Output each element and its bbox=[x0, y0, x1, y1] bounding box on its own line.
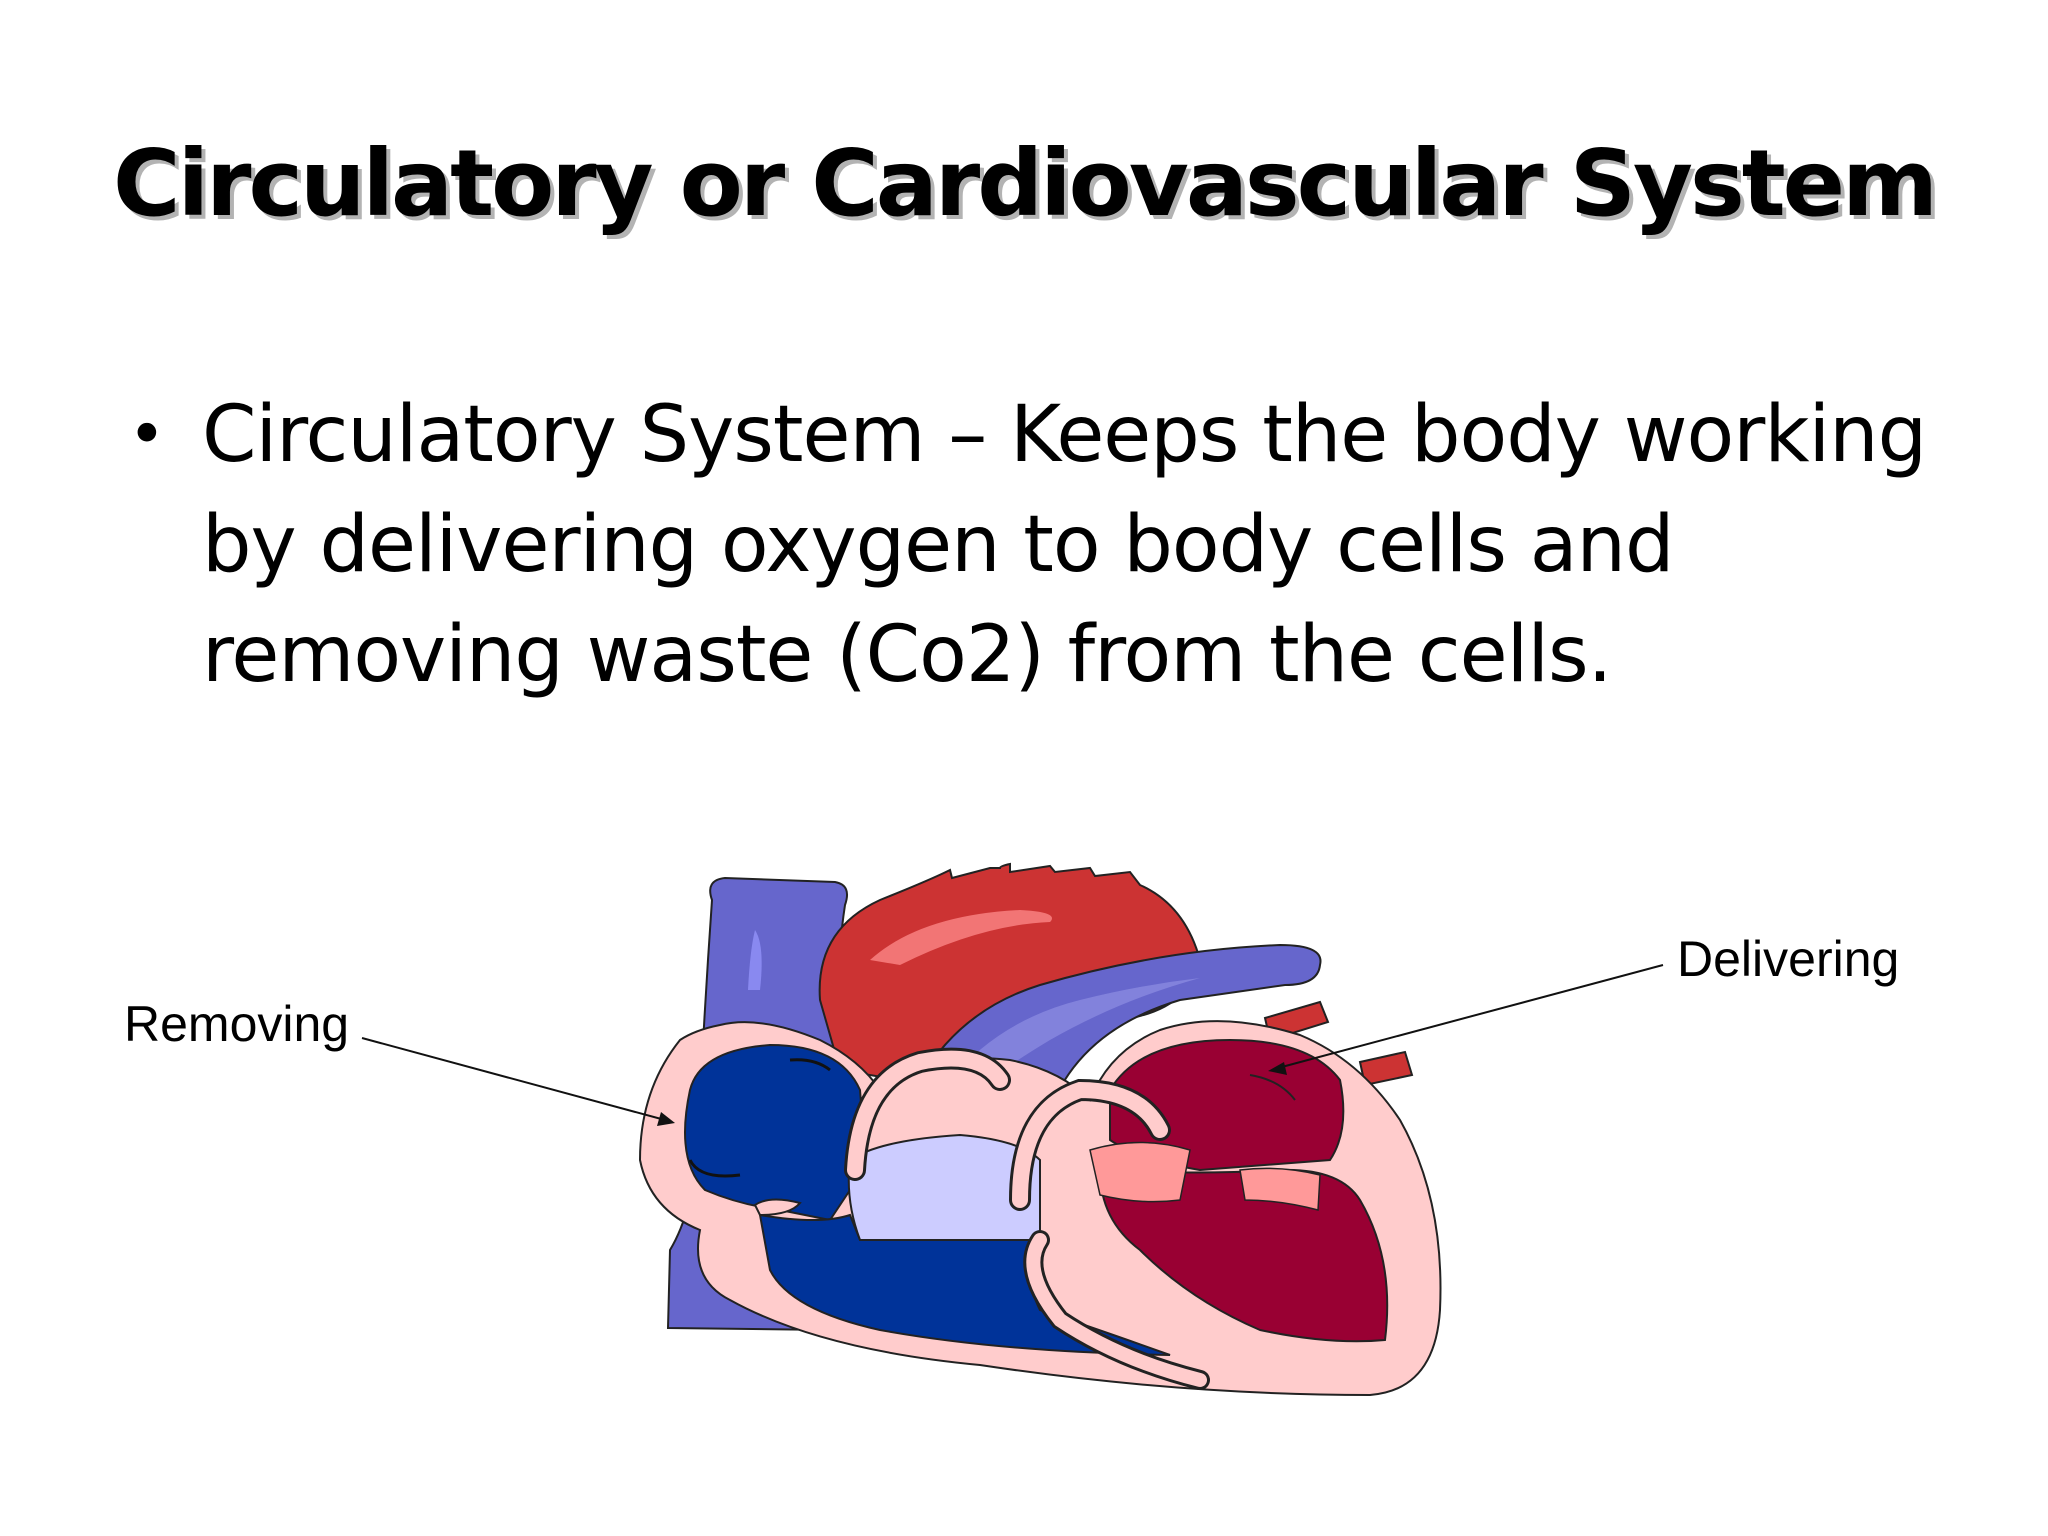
right-atrium-top-detail bbox=[789, 1058, 831, 1072]
septum-arch-left-fill bbox=[847, 1050, 1008, 1178]
pulmonary-artery-highlight bbox=[950, 978, 1200, 1095]
left-atrium bbox=[1109, 1038, 1345, 1172]
right-atrium bbox=[684, 1043, 863, 1222]
slide-title: Circulatory or Cardiovascular System bbox=[113, 130, 1938, 237]
pulmonary-vein-lower bbox=[1358, 1050, 1414, 1087]
septum-divider bbox=[1023, 1230, 1210, 1390]
right-outflow bbox=[847, 1133, 1041, 1241]
removing-label: Removing bbox=[124, 996, 350, 1052]
bullet-line-3: removing waste (Co2) from the cells. bbox=[202, 610, 1612, 700]
septum-arch-mid bbox=[1009, 1078, 1171, 1211]
bullet-list: • Circulatory System – Keeps the body wo… bbox=[120, 380, 1927, 710]
aorta bbox=[818, 862, 1202, 1082]
valve-left-av bbox=[1089, 1141, 1191, 1203]
vena-cava-highlight bbox=[748, 930, 762, 990]
removing-pointer-line bbox=[361, 1037, 666, 1121]
bullet-line-1: Circulatory System – Keeps the body work… bbox=[202, 390, 1927, 480]
right-atrium-detail bbox=[688, 1159, 741, 1178]
septum-divider-fill bbox=[1026, 1233, 1207, 1387]
left-atrium-detail bbox=[1249, 1074, 1296, 1101]
left-ventricle bbox=[1098, 1168, 1389, 1343]
bullet-item: • Circulatory System – Keeps the body wo… bbox=[120, 380, 1927, 710]
septum-arch-mid-fill bbox=[1012, 1081, 1168, 1208]
aorta-highlight bbox=[870, 910, 1052, 965]
delivering-pointer-line bbox=[1277, 964, 1664, 1069]
tricuspid-valve bbox=[753, 1198, 802, 1217]
heart-wall bbox=[638, 1020, 1442, 1397]
delivering-label: Delivering bbox=[1677, 931, 1900, 987]
septum-arch-left bbox=[844, 1047, 1011, 1181]
vena-cava bbox=[666, 876, 848, 1332]
valve-mitral bbox=[1239, 1167, 1321, 1211]
bullet-line-2: by delivering oxygen to body cells and bbox=[202, 500, 1675, 590]
removing-arrowhead bbox=[657, 1112, 675, 1126]
pulmonary-vein-upper bbox=[1263, 1000, 1330, 1042]
right-ventricle bbox=[758, 1213, 1171, 1356]
bullet-marker: • bbox=[128, 398, 166, 472]
pulmonary-artery bbox=[918, 943, 1322, 1142]
delivering-arrowhead bbox=[1268, 1062, 1287, 1075]
